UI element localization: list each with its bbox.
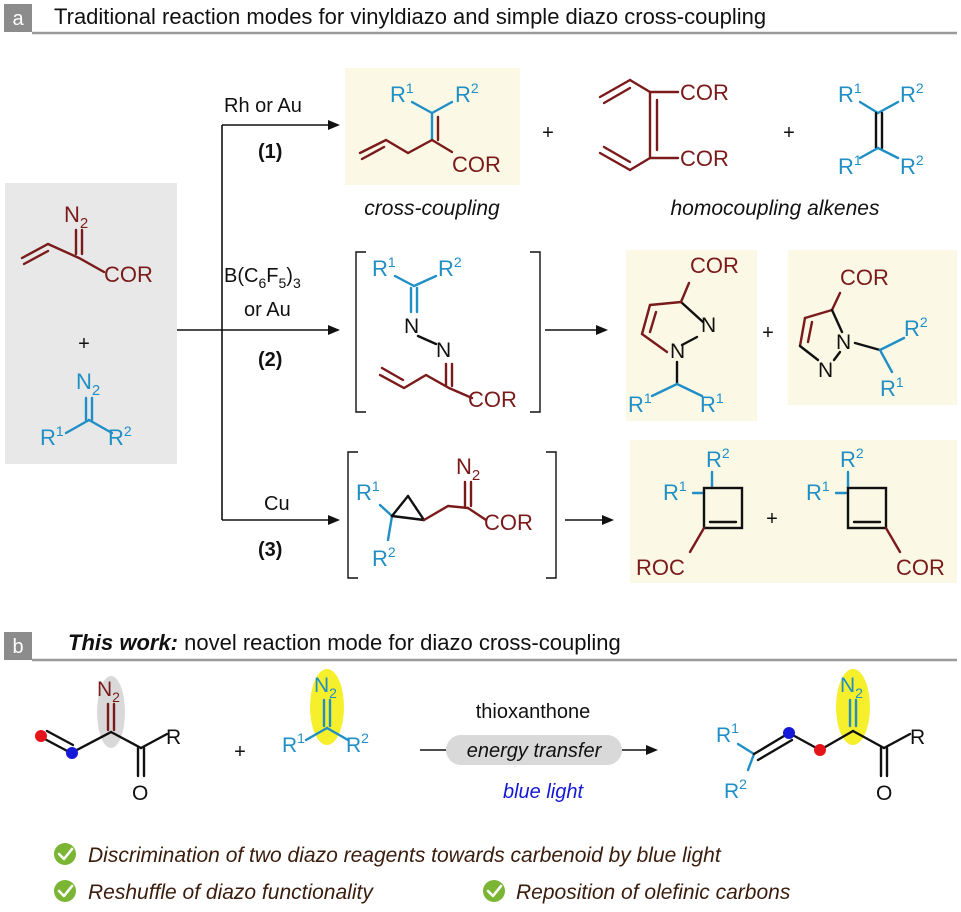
red-carbon-dot [35, 730, 47, 742]
cyclopropane-intermediate: R1 R2 N2 COR [347, 451, 557, 579]
svg-text:COR: COR [680, 146, 729, 171]
svg-text:R2: R2 [900, 80, 924, 107]
svg-text:R1: R1 [282, 730, 305, 757]
panel-b-tag-box [4, 632, 32, 660]
bullet-1: Discrimination of two diazo reagents tow… [54, 843, 722, 867]
svg-text:COR: COR [840, 265, 889, 290]
route2-plus: + [762, 322, 774, 344]
bullet-2: Reshuffle of diazo functionality [54, 880, 374, 904]
cyclobutene-product-1: R2 R1 ROC [636, 445, 744, 580]
cyclobutene-product-2: R2 R1 COR [806, 445, 945, 580]
cor-label: COR [104, 262, 153, 287]
svg-text:COR: COR [896, 555, 945, 580]
below-arrow-text: blue light [503, 781, 585, 803]
route3-plus: + [766, 508, 778, 530]
product-red-carbon-dot [814, 744, 826, 756]
svg-text:N: N [404, 315, 419, 338]
svg-text:N: N [818, 359, 833, 382]
route2-catalyst-line2: or Au [244, 299, 291, 321]
route1-plus-1: + [542, 122, 554, 144]
panel-b-simple-diazo: N2 R1 R2 [282, 669, 369, 757]
panel-b-vinyldiazo: N2 O R [35, 676, 181, 805]
panel-b-conditions: thioxanthone energy transfer blue light [420, 701, 658, 803]
diazo-highlight-grey [97, 676, 125, 748]
bullet-text: Discrimination of two diazo reagents tow… [88, 844, 722, 867]
svg-text:N2: N2 [456, 454, 480, 484]
pill-text: energy transfer [467, 740, 603, 762]
svg-text:O: O [876, 782, 892, 805]
svg-text:R2: R2 [346, 730, 369, 757]
svg-text:R2: R2 [724, 776, 747, 803]
panel-b-header: b This work: novel reaction mode for dia… [4, 630, 957, 662]
svg-text:COR: COR [468, 387, 517, 412]
route2-number: (2) [258, 349, 282, 371]
cyclobutene-products-box [630, 440, 957, 583]
homocoupling-alkene: R1 R2 R1 R2 [838, 80, 924, 179]
svg-text:N: N [436, 339, 451, 362]
check-icon [483, 880, 505, 902]
route3-catalyst: Cu [264, 493, 290, 515]
svg-text:COR: COR [452, 152, 501, 177]
branch-arrows [177, 120, 340, 525]
above-arrow-text: thioxanthone [476, 701, 591, 723]
azine-intermediate: R1 R2 N N COR [355, 251, 541, 413]
panel-b-title-rest: novel reaction mode for diazo cross-coup… [178, 630, 621, 655]
panel-b-plus: + [234, 741, 246, 763]
diazo-highlight-yellow [310, 669, 344, 745]
bullet-text: Reshuffle of diazo functionality [88, 881, 374, 904]
svg-text:R: R [910, 726, 925, 749]
route1-number: (1) [258, 141, 282, 163]
svg-text:R: R [166, 726, 181, 749]
label-cross-coupling: cross-coupling [364, 197, 500, 220]
product-blue-carbon-dot [783, 727, 795, 739]
svg-text:R2: R2 [372, 544, 396, 571]
svg-text:ROC: ROC [636, 555, 685, 580]
svg-text:R1: R1 [838, 80, 862, 107]
pyrazole-product-2-box [788, 250, 957, 405]
svg-text:R2: R2 [438, 254, 462, 281]
blue-carbon-dot [66, 747, 78, 759]
svg-text:R2: R2 [900, 152, 924, 179]
panel-b-title: This work: novel reaction mode for diazo… [68, 630, 621, 655]
svg-text:N: N [701, 314, 716, 337]
svg-text:COR: COR [690, 253, 739, 278]
route1-catalyst: Rh or Au [224, 95, 302, 117]
cross-coupling-product: R1 R2 COR [358, 80, 501, 177]
svg-text:COR: COR [484, 510, 533, 535]
svg-text:COR: COR [680, 80, 729, 105]
svg-text:R1: R1 [356, 478, 380, 505]
pyrazole-product-2: COR N N R2 R1 [798, 265, 928, 401]
panel-b-tag: b [12, 636, 23, 658]
product-diazo-highlight [836, 669, 870, 745]
check-icon [54, 843, 76, 865]
svg-text:O: O [132, 782, 148, 805]
svg-text:R1: R1 [372, 254, 396, 281]
bullet-3: Reposition of olefinic carbons [483, 880, 791, 904]
route2-catalyst-line1: B(C6F5)3 [224, 265, 301, 291]
panel-a-header: a Traditional reaction modes for vinyldi… [4, 4, 957, 35]
panel-b-title-bold: This work: [68, 630, 178, 655]
svg-text:N: N [836, 331, 851, 354]
bullet-text: Reposition of olefinic carbons [516, 881, 791, 904]
vinyldiazo-reactant: N2 COR [20, 202, 153, 287]
svg-text:R1: R1 [716, 720, 739, 747]
homocoupling-diene: COR COR [598, 78, 729, 172]
panel-b-product: N2 R1 R2 O R [716, 669, 925, 805]
label-homocoupling: homocoupling alkenes [671, 197, 880, 220]
panel-a-tag-box [4, 4, 32, 32]
energy-transfer-pill [446, 735, 622, 765]
pyrazole-product-1-box [626, 250, 757, 421]
check-icon [54, 880, 76, 902]
route1-plus-2: + [783, 122, 795, 144]
reactants-plus: + [78, 333, 90, 355]
panel-a-tag: a [12, 8, 24, 30]
route3-number: (3) [258, 539, 282, 561]
svg-text:R1: R1 [838, 152, 862, 179]
panel-a-title: Traditional reaction modes for vinyldiaz… [54, 4, 766, 29]
